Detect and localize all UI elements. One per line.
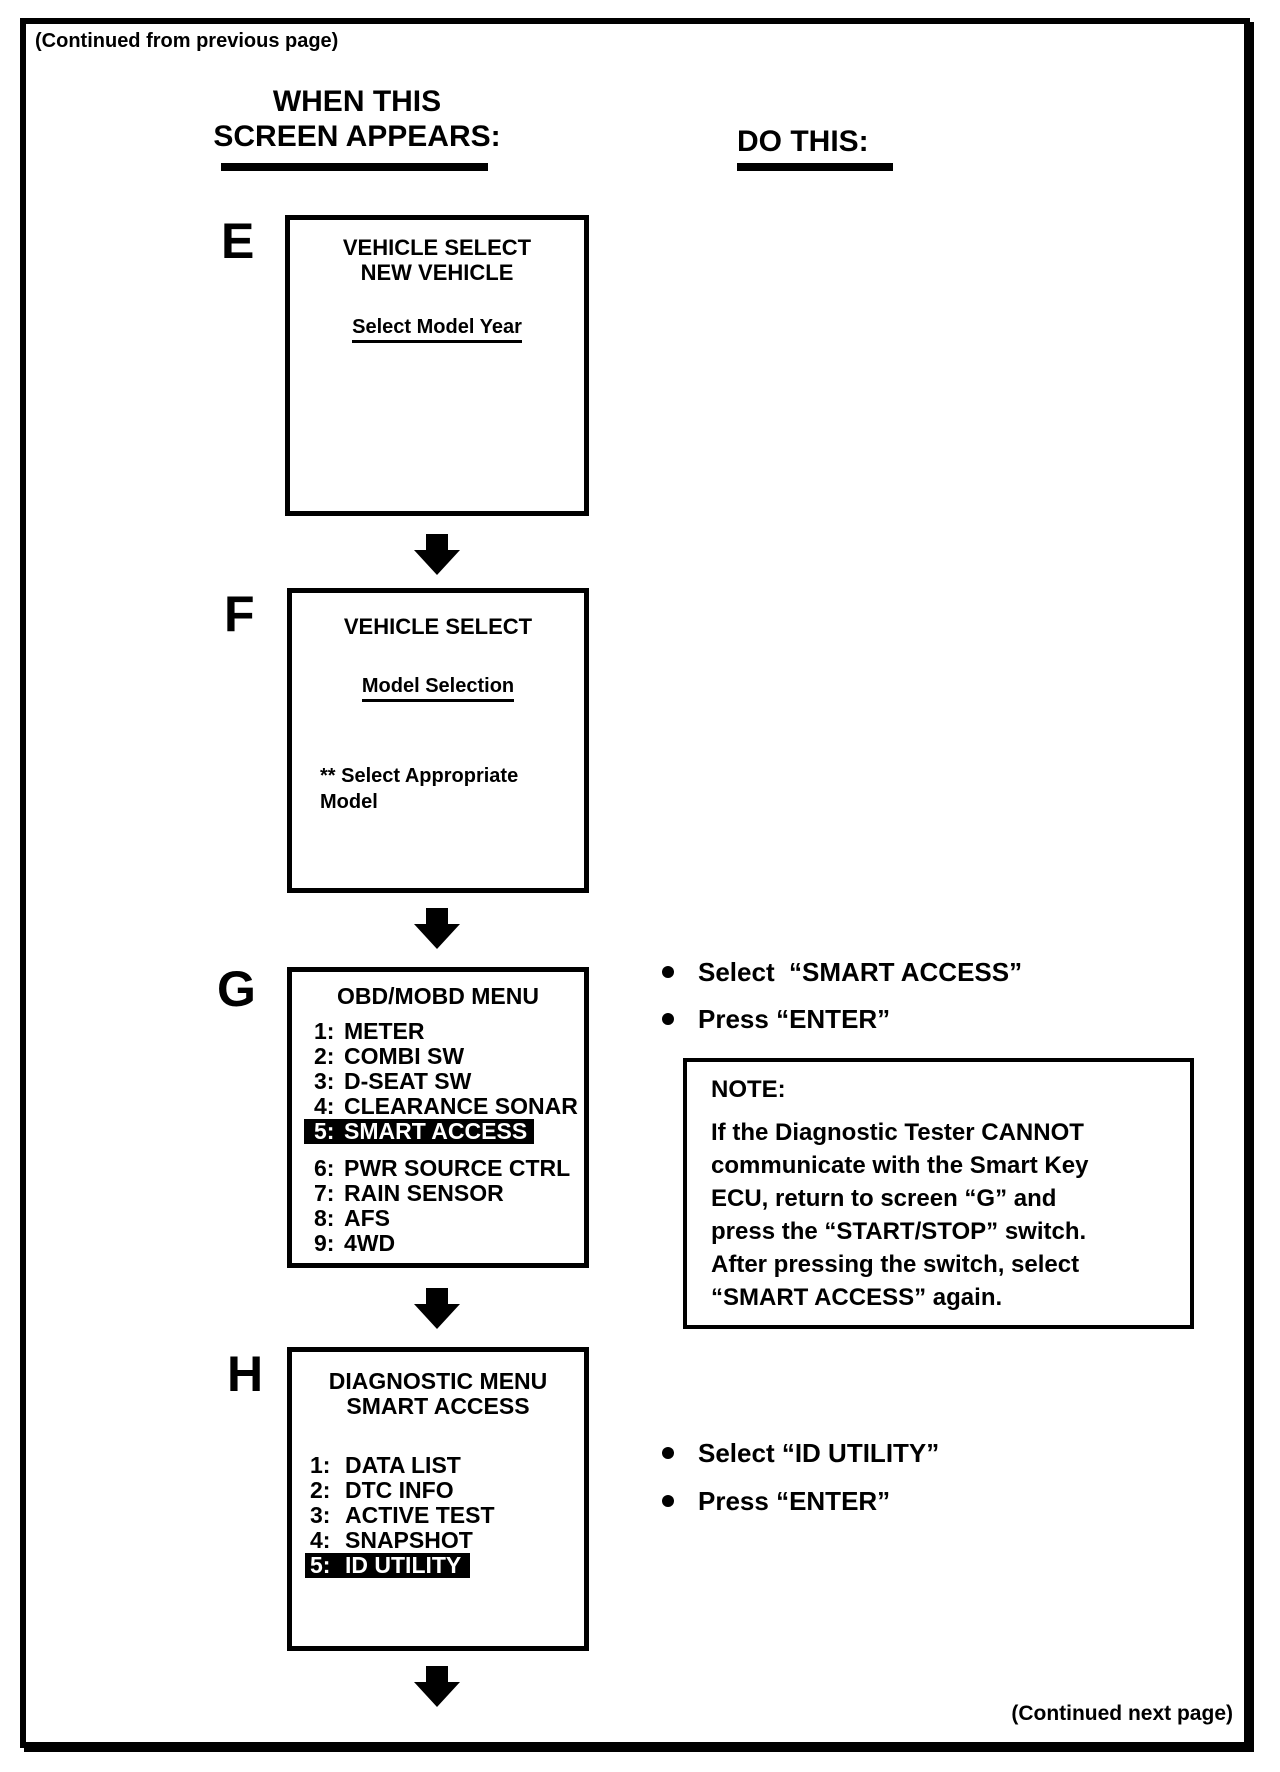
diag-menu-item-snapshot: 4:SNAPSHOT (310, 1527, 473, 1553)
obd-menu-item-smart-access-highlighted: 5:SMART ACCESS (304, 1119, 534, 1144)
screen-e-title-line-1: VEHICLE SELECT (342, 235, 532, 260)
continued-next-text: (Continued next page) (1011, 1702, 1233, 1725)
header-line-1: WHEN THIS (272, 85, 442, 118)
screen-e-box: VEHICLE SELECT NEW VEHICLE Select Model … (285, 215, 589, 516)
note-text-line: After pressing the switch, select (711, 1251, 1080, 1278)
note-box: NOTE: If the Diagnostic Tester CANNOT co… (683, 1058, 1194, 1329)
obd-menu-item-combi-sw: 2:COMBI SW (314, 1043, 465, 1069)
diagnostic-menu-list: 1:DATA LIST 2:DTC INFO 3:ACTIVE TEST 4:S… (305, 1452, 495, 1578)
obd-menu-item-rain-sensor: 7:RAIN SENSOR (314, 1180, 504, 1206)
action-select-smart-access: Select “SMART ACCESS” (662, 956, 1022, 988)
diag-menu-item-data-list: 1:DATA LIST (310, 1452, 461, 1478)
obd-mobd-menu-title: OBD/MOBD MENU (337, 983, 539, 1009)
screen-label-h: H (227, 1346, 264, 1402)
page-border (20, 18, 1250, 1748)
note-text-line: If the Diagnostic Tester CANNOT (711, 1119, 1084, 1146)
note-text-line: press the “START/STOP” switch. (711, 1218, 1087, 1245)
obd-menu-item-meter: 1:METER (314, 1018, 425, 1044)
model-selection-text: Model Selection (361, 675, 515, 702)
diagnostic-menu-title-line-2: SMART ACCESS (346, 1393, 530, 1419)
screen-g-title: OBD/MOBD MENU (292, 984, 584, 1009)
when-this-screen-appears-header: WHEN THIS SCREEN APPEARS: (207, 84, 507, 154)
screen-h-title: DIAGNOSTIC MENU SMART ACCESS (292, 1369, 584, 1419)
bullet-dot-icon (662, 1013, 674, 1025)
screen-label-g: G (217, 961, 256, 1017)
note-body: If the Diagnostic Tester CANNOT communic… (711, 1116, 1088, 1314)
continued-from-text: (Continued from previous page) (35, 30, 339, 52)
screen-f-menu-heading: Model Selection (292, 675, 584, 702)
flow-arrow-down-icon (414, 534, 460, 575)
screen-g-box: OBD/MOBD MENU 1:METER 2:COMBI SW 3:D-SEA… (287, 967, 589, 1268)
flow-arrow-down-icon (414, 908, 460, 949)
screen-e-title-line-2: NEW VEHICLE (360, 260, 514, 285)
obd-menu-item-clearance-sonar: 4:CLEARANCE SONAR (314, 1093, 578, 1119)
note-text-line: ECU, return to screen “G” and (711, 1185, 1057, 1212)
screen-f-title: VEHICLE SELECT (292, 614, 584, 639)
action-press-enter: Press “ENTER” (662, 1485, 890, 1517)
action-select-id-utility: Select “ID UTILITY” (662, 1437, 939, 1469)
action-press-enter: Press “ENTER” (662, 1003, 890, 1035)
left-header-underline (221, 163, 488, 171)
screen-h-box: DIAGNOSTIC MENU SMART ACCESS 1:DATA LIST… (287, 1347, 589, 1651)
screen-label-e: E (221, 213, 255, 269)
flow-arrow-down-icon (414, 1666, 460, 1707)
obd-mobd-menu-list: 1:METER 2:COMBI SW 3:D-SEAT SW 4:CLEARAN… (304, 1018, 578, 1256)
note-text-line: “SMART ACCESS” again. (711, 1284, 1003, 1311)
bullet-dot-icon (662, 1447, 674, 1459)
bullet-dot-icon (662, 1495, 674, 1507)
obd-menu-item-d-seat-sw: 3:D-SEAT SW (314, 1068, 472, 1094)
diag-menu-item-id-utility-highlighted: 5:ID UTILITY (305, 1553, 470, 1578)
screen-e-menu-heading: Select Model Year (290, 316, 584, 343)
diag-menu-item-dtc-info: 2:DTC INFO (310, 1477, 454, 1503)
do-this-header: DO THIS: (737, 125, 869, 158)
header-line-2: SCREEN APPEARS: (213, 120, 501, 153)
obd-menu-item-4wd: 9:4WD (314, 1230, 396, 1256)
flow-arrow-down-icon (414, 1288, 460, 1329)
obd-menu-item-pwr-source-ctrl: 6:PWR SOURCE CTRL (314, 1155, 571, 1181)
screen-label-f: F (224, 586, 255, 642)
note-label: NOTE: (711, 1076, 786, 1103)
select-appropriate-model-text: ** Select Appropriate Model (320, 765, 519, 813)
bullet-dot-icon (662, 966, 674, 978)
note-text-line: communicate with the Smart Key (711, 1152, 1089, 1179)
obd-menu-item-afs: 8:AFS (314, 1205, 390, 1231)
screen-f-title-line-1: VEHICLE SELECT (343, 614, 533, 639)
diag-menu-item-active-test: 3:ACTIVE TEST (310, 1502, 495, 1528)
select-model-year-text: Select Model Year (352, 316, 522, 343)
diagnostic-menu-title-line-1: DIAGNOSTIC MENU (328, 1368, 548, 1394)
screen-f-box: VEHICLE SELECT Model Selection ** Select… (287, 588, 589, 893)
right-header-underline (737, 163, 893, 171)
screen-e-title: VEHICLE SELECT NEW VEHICLE (290, 235, 584, 285)
